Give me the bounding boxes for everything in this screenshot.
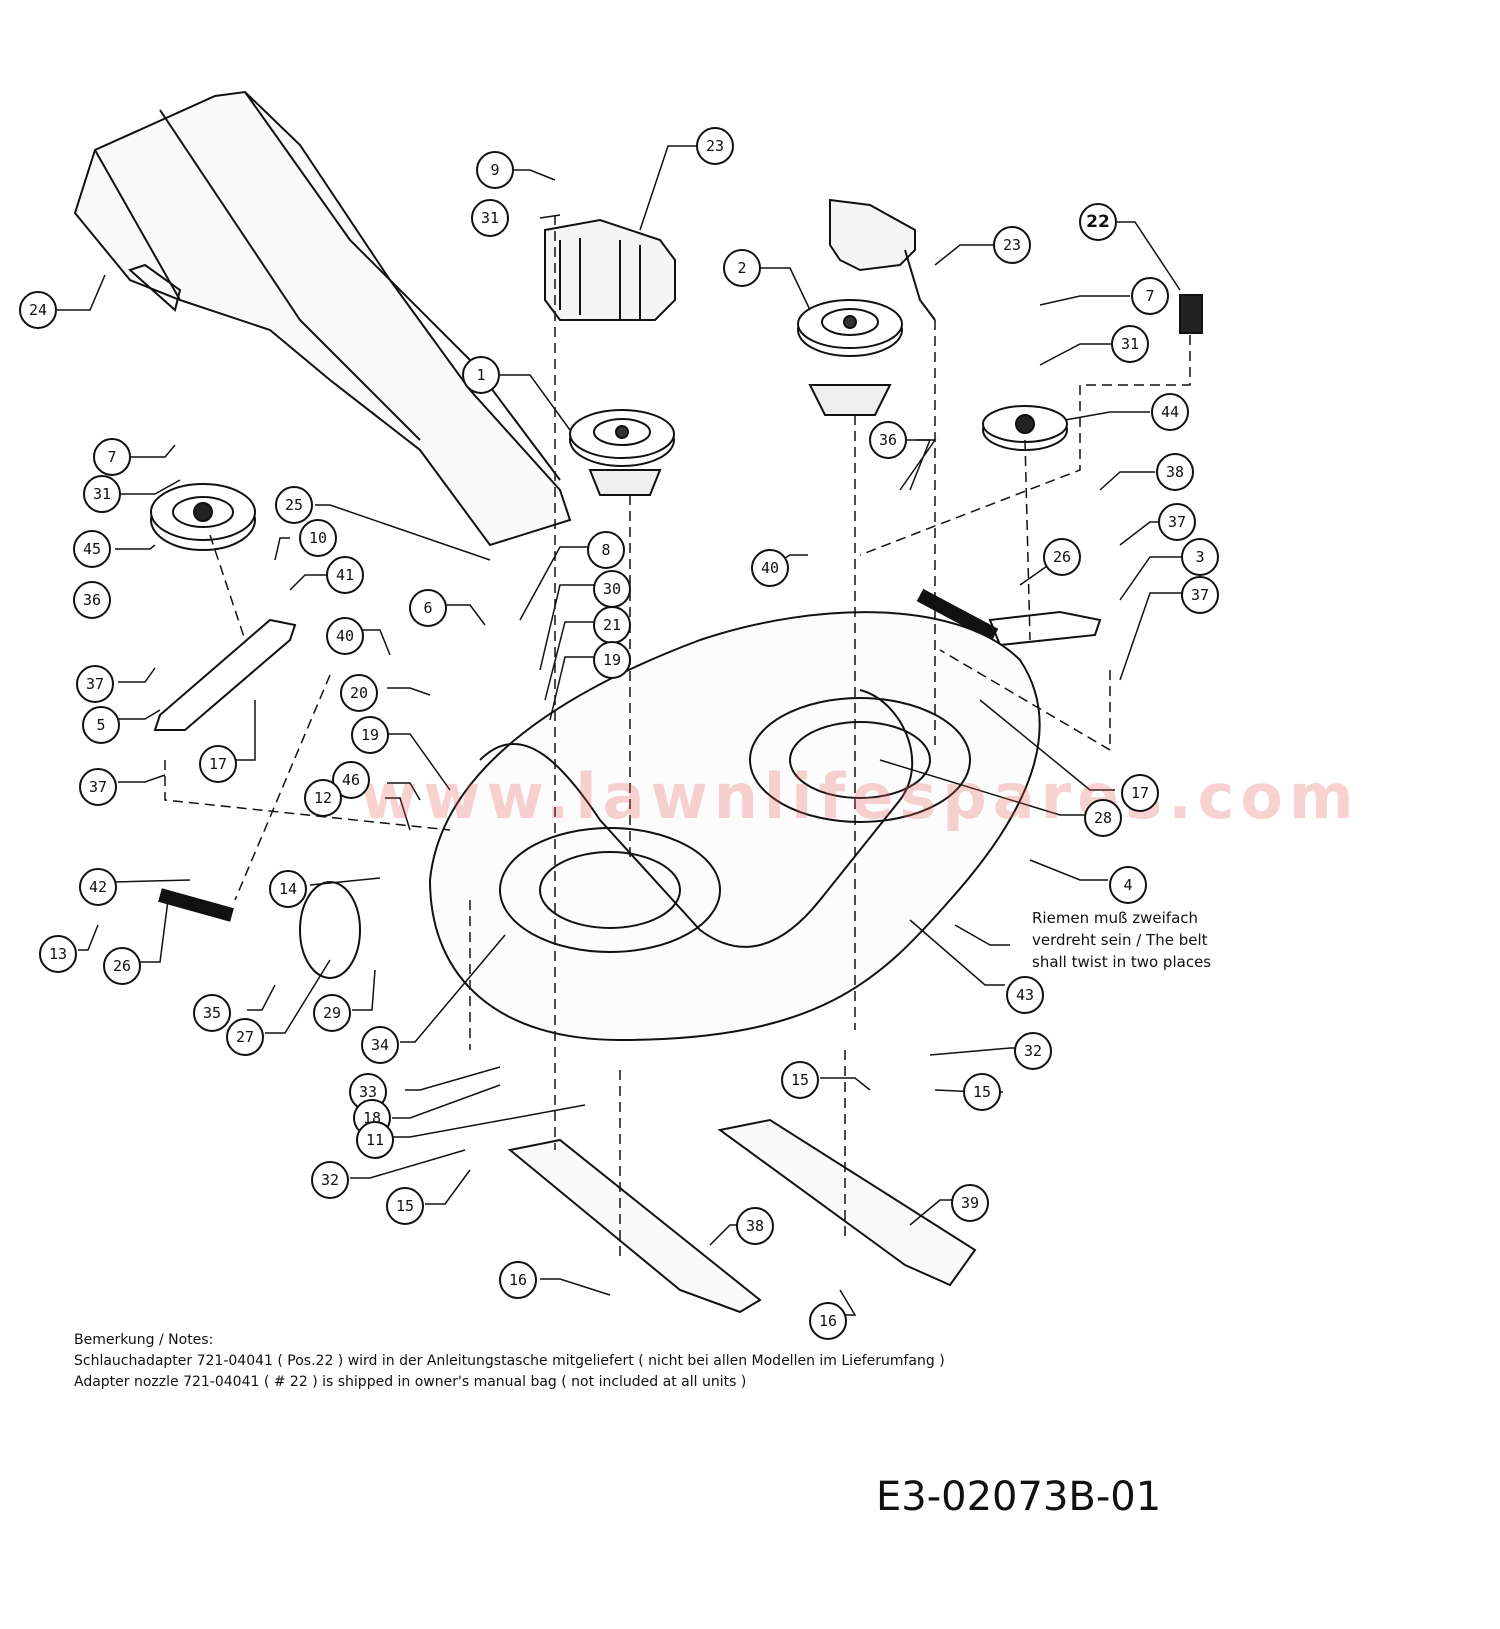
callout-23[interactable]: 23 [696, 127, 734, 165]
callout-12[interactable]: 12 [304, 779, 342, 817]
notes-line-german: Schlauchadapter 721-04041 ( Pos.22 ) wir… [74, 1353, 945, 1369]
pulley-cover-right [829, 198, 936, 321]
callout-28[interactable]: 28 [1084, 799, 1122, 837]
callout-5[interactable]: 5 [82, 706, 120, 744]
hose-adapter [1179, 294, 1203, 334]
callout-7[interactable]: 7 [93, 438, 131, 476]
callout-15[interactable]: 15 [386, 1187, 424, 1225]
callout-16[interactable]: 16 [809, 1302, 847, 1340]
callout-27[interactable]: 27 [226, 1018, 264, 1056]
spindle-pulley-1 [569, 409, 675, 496]
callout-3[interactable]: 3 [1181, 538, 1219, 576]
callout-20[interactable]: 20 [340, 674, 378, 712]
idler-pulley-44 [982, 405, 1068, 451]
callout-37[interactable]: 37 [1181, 576, 1219, 614]
callout-40[interactable]: 40 [751, 549, 789, 587]
callout-29[interactable]: 29 [313, 994, 351, 1032]
belt-note-line-2: verdreht sein / The belt [1032, 931, 1208, 949]
idler-arm-left [153, 618, 297, 731]
callout-16[interactable]: 16 [499, 1261, 537, 1299]
callout-19[interactable]: 19 [351, 716, 389, 754]
callout-43[interactable]: 43 [1006, 976, 1044, 1014]
callout-32[interactable]: 32 [1014, 1032, 1052, 1070]
callout-37[interactable]: 37 [79, 768, 117, 806]
belt-note-line-1: Riemen muß zweifach [1032, 909, 1199, 927]
callout-15[interactable]: 15 [963, 1073, 1001, 1111]
callout-2[interactable]: 2 [723, 249, 761, 287]
callout-37[interactable]: 37 [1158, 503, 1196, 541]
callout-26[interactable]: 26 [103, 947, 141, 985]
callout-26[interactable]: 26 [1043, 538, 1081, 576]
callout-41[interactable]: 41 [326, 556, 364, 594]
callout-24[interactable]: 24 [19, 291, 57, 329]
callout-21[interactable]: 21 [593, 606, 631, 644]
callout-9[interactable]: 9 [476, 151, 514, 189]
callout-31[interactable]: 31 [83, 475, 121, 513]
notes-block: Bemerkung / Notes: Schlauchadapter 721-0… [74, 1330, 945, 1393]
callout-10[interactable]: 10 [299, 519, 337, 557]
callout-7[interactable]: 7 [1131, 277, 1169, 315]
callout-22[interactable]: 22 [1079, 203, 1117, 241]
callout-37[interactable]: 37 [76, 665, 114, 703]
callout-31[interactable]: 31 [1111, 325, 1149, 363]
notes-line-english: Adapter nozzle 721-04041 ( # 22 ) is shi… [74, 1374, 747, 1390]
pulley-cover-left [544, 218, 676, 321]
callout-36[interactable]: 36 [73, 581, 111, 619]
callout-14[interactable]: 14 [269, 870, 307, 908]
callout-17[interactable]: 17 [199, 745, 237, 783]
callout-17[interactable]: 17 [1121, 774, 1159, 812]
callout-8[interactable]: 8 [587, 531, 625, 569]
callout-23[interactable]: 23 [993, 226, 1031, 264]
callout-35[interactable]: 35 [193, 994, 231, 1032]
callout-11[interactable]: 11 [356, 1121, 394, 1159]
callout-31[interactable]: 31 [471, 199, 509, 237]
spindle-pulley-2 [797, 299, 903, 416]
blade-38 [507, 1138, 762, 1314]
assembly-lines [164, 215, 1191, 1260]
gauge-wheel [299, 881, 361, 979]
callout-45[interactable]: 45 [73, 530, 111, 568]
callout-13[interactable]: 13 [39, 935, 77, 973]
deck-housing [428, 611, 1041, 1042]
callout-6[interactable]: 6 [409, 589, 447, 627]
callout-44[interactable]: 44 [1151, 393, 1189, 431]
idler-arm-right [988, 610, 1102, 647]
callout-30[interactable]: 30 [593, 570, 631, 608]
callout-38[interactable]: 38 [1156, 453, 1194, 491]
callout-40[interactable]: 40 [326, 617, 364, 655]
spring-right [916, 588, 999, 642]
callout-42[interactable]: 42 [79, 868, 117, 906]
callout-4[interactable]: 4 [1109, 866, 1147, 904]
idler-pulley-45 [150, 483, 256, 551]
callout-1[interactable]: 1 [462, 356, 500, 394]
callout-36[interactable]: 36 [869, 421, 907, 459]
callout-15[interactable]: 15 [781, 1061, 819, 1099]
callout-19[interactable]: 19 [593, 641, 631, 679]
notes-heading: Bemerkung / Notes: [74, 1332, 214, 1348]
belt-twist-note: Riemen muß zweifach verdreht sein / The … [1032, 907, 1211, 973]
callout-39[interactable]: 39 [951, 1184, 989, 1222]
callout-34[interactable]: 34 [361, 1026, 399, 1064]
callout-38[interactable]: 38 [736, 1207, 774, 1245]
spring-left [158, 888, 234, 922]
callout-32[interactable]: 32 [311, 1161, 349, 1199]
drawing-number: E3-02073B-01 [876, 1474, 1162, 1520]
callout-25[interactable]: 25 [275, 486, 313, 524]
discharge-chute [73, 90, 572, 547]
belt-note-line-3: shall twist in two places [1032, 953, 1212, 971]
blade-39 [717, 1118, 977, 1287]
